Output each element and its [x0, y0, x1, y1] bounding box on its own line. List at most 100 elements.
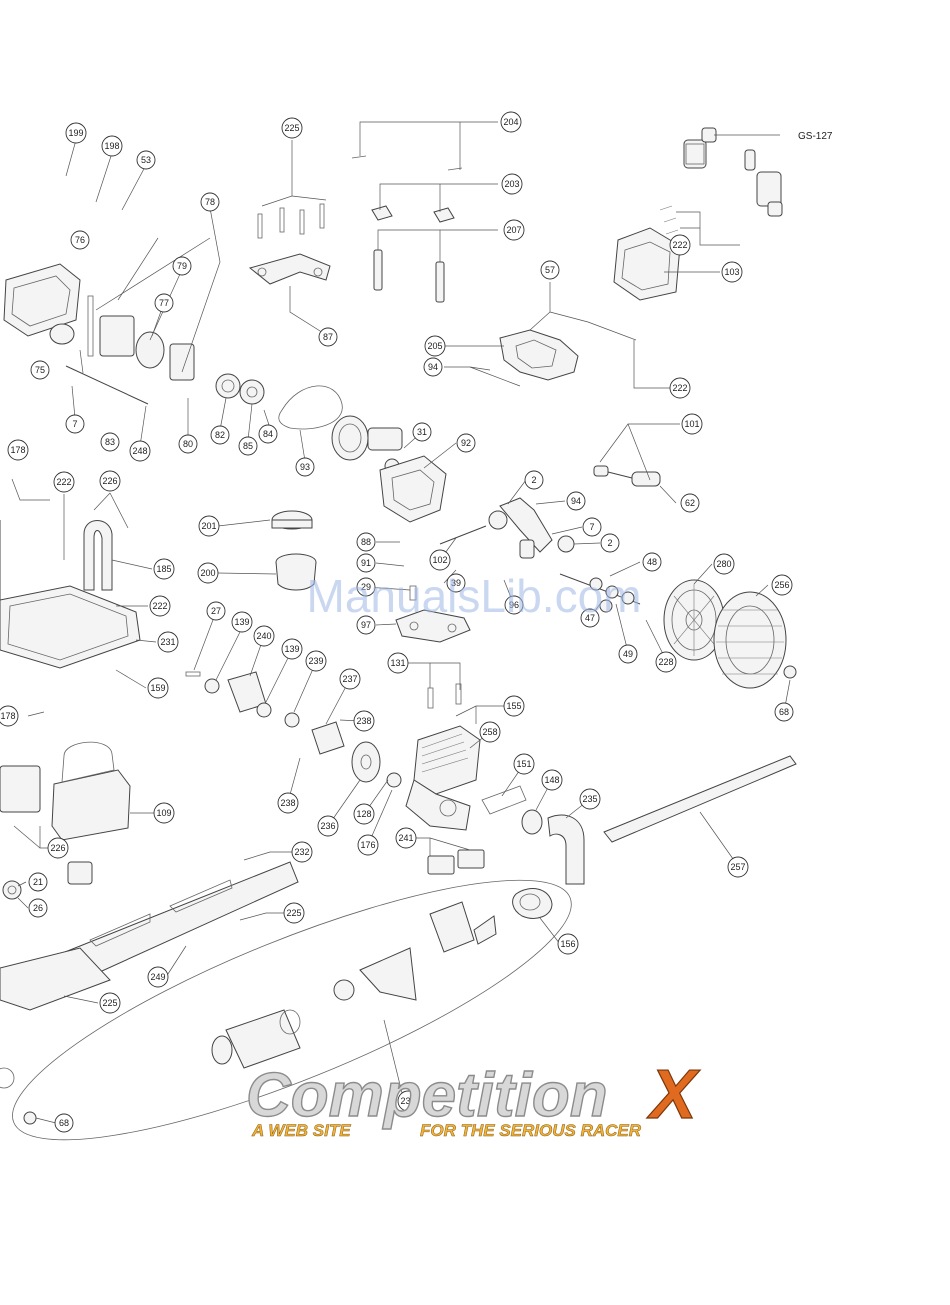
callout-number: 53: [141, 155, 151, 165]
callout-circle: [54, 1113, 74, 1133]
brake-pads: [427, 849, 485, 875]
callout-circle: [305, 650, 327, 672]
callout-49: 49: [618, 644, 638, 664]
callout-circle: [655, 651, 677, 673]
callout-circle: [200, 192, 220, 212]
callout-number: 156: [560, 939, 575, 949]
callout-39: 39: [446, 573, 466, 593]
callout-number: 96: [509, 600, 519, 610]
callout-number: 94: [428, 362, 438, 372]
callout-87: 87: [318, 327, 338, 347]
callout-number: 84: [263, 429, 273, 439]
callout-number: 222: [672, 383, 687, 393]
callout-circle: [503, 695, 525, 717]
brackets-upper: [351, 155, 463, 303]
hub-carrier: [439, 497, 575, 559]
callout-198: 198: [101, 135, 123, 157]
callout-number: 103: [724, 267, 739, 277]
callout-number: 230: [400, 1096, 415, 1106]
callout-circle: [579, 788, 601, 810]
callout-circle: [53, 471, 75, 493]
callout-circle: [669, 234, 691, 256]
callout-148: 148: [541, 769, 563, 791]
callout-circle: [412, 422, 432, 442]
callout-222: 222: [669, 377, 691, 399]
callout-number: 47: [585, 613, 595, 623]
callout-circle: [397, 1090, 419, 1112]
callout-circle: [727, 856, 749, 878]
callout-225: 225: [283, 902, 305, 924]
callout-80: 80: [178, 434, 198, 454]
callout-number: 139: [234, 617, 249, 627]
callout-circle: [283, 902, 305, 924]
callout-circle: [147, 677, 169, 699]
callout-circle: [318, 327, 338, 347]
tuned-pipe: [12, 879, 572, 1141]
callout-circle: [395, 827, 417, 849]
callout-203: 203: [501, 173, 523, 195]
logo-x-text: X: [646, 1055, 701, 1133]
callout-number: 2: [531, 475, 536, 485]
callout-231: 231: [157, 631, 179, 653]
part-sketches: [0, 127, 797, 1141]
radio-tray: [0, 520, 141, 669]
callout-number: 258: [482, 727, 497, 737]
callout-circle: [295, 457, 315, 477]
callout-circle: [149, 595, 171, 617]
callout-number: 21: [33, 877, 43, 887]
callout-number: 39: [451, 578, 461, 588]
callout-78: 78: [200, 192, 220, 212]
callout-circle: [7, 439, 29, 461]
callout-circle: [713, 553, 735, 575]
callout-number: 27: [211, 606, 221, 616]
callout-228: 228: [655, 651, 677, 673]
callout-239: 239: [305, 650, 327, 672]
callout-128: 128: [353, 803, 375, 825]
callout-237: 237: [339, 668, 361, 690]
callout-number: 240: [256, 631, 271, 641]
callout-number: 88: [361, 537, 371, 547]
callout-258: 258: [479, 721, 501, 743]
callout-241: 241: [395, 827, 417, 849]
callout-96: 96: [504, 595, 524, 615]
linkage-rod: [593, 465, 661, 487]
callout-number: 176: [360, 840, 375, 850]
callout-number: 249: [150, 972, 165, 982]
axle-bearings: [559, 573, 641, 613]
callout-number: 76: [75, 235, 85, 245]
callout-number: 222: [672, 240, 687, 250]
callout-109: 109: [153, 802, 175, 824]
callout-circle: [129, 440, 151, 462]
callout-circle: [210, 425, 230, 445]
exhaust-coupler: [512, 888, 553, 919]
callout-circle: [557, 933, 579, 955]
callout-number: 79: [177, 261, 187, 271]
callout-number: 225: [286, 908, 301, 918]
small-fasteners: [0, 861, 93, 1125]
callout-circle: [154, 293, 174, 313]
part-callouts: 1991985378767977757832488082858493225872…: [0, 111, 794, 1133]
callout-circle: [501, 173, 523, 195]
callout-27: 27: [206, 601, 226, 621]
callout-62: 62: [680, 493, 700, 513]
callout-97: 97: [356, 615, 376, 635]
tire: [713, 591, 797, 689]
logo-left-tag: A WEB SITE: [251, 1121, 351, 1140]
callout-circle: [513, 753, 535, 775]
callout-88: 88: [356, 532, 376, 552]
callout-205: 205: [424, 335, 446, 357]
callout-circle: [231, 611, 253, 633]
callout-159: 159: [147, 677, 169, 699]
callout-circle: [524, 470, 544, 490]
callout-number: 2: [607, 538, 612, 548]
callout-number: 239: [308, 656, 323, 666]
gearbox-left: [3, 263, 81, 345]
callout-circle: [541, 769, 563, 791]
callout-102: 102: [429, 549, 451, 571]
callout-number: 236: [320, 821, 335, 831]
callout-number: 231: [160, 637, 175, 647]
callout-200: 200: [197, 562, 219, 584]
air-filter: [271, 510, 317, 591]
callout-235: 235: [579, 788, 601, 810]
callout-number: 91: [361, 558, 371, 568]
